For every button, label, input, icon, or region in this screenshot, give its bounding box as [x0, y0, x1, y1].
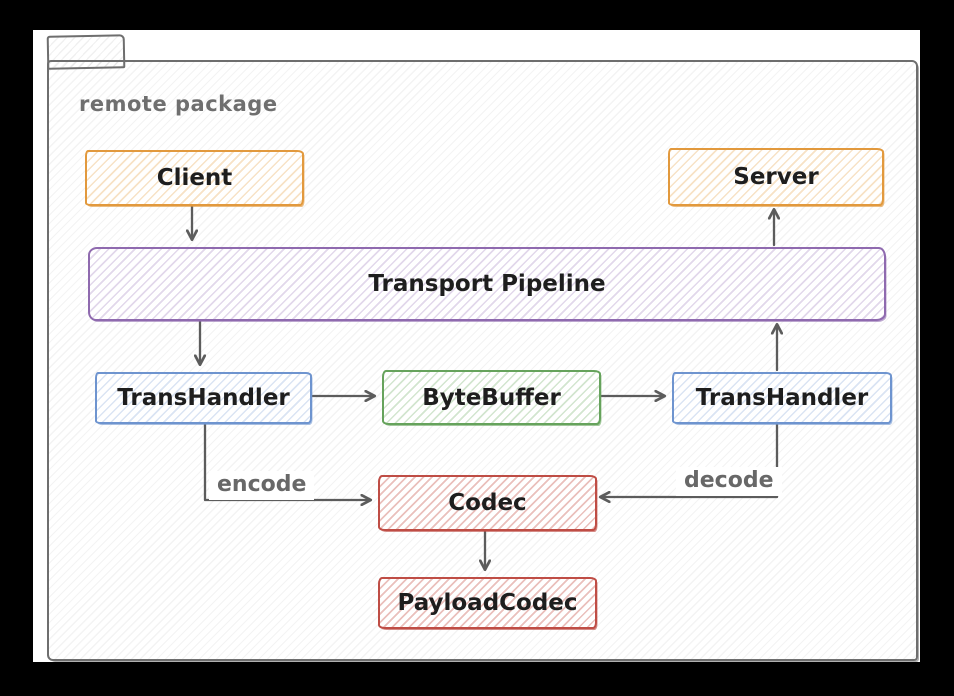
- node-bytebuffer-label: ByteBuffer: [422, 384, 561, 411]
- node-transport-pipeline: Transport Pipeline: [88, 247, 886, 321]
- node-codec-label: Codec: [448, 490, 527, 516]
- node-transhandler-server-label: TransHandler: [695, 385, 869, 411]
- node-transport-pipeline-label: Transport Pipeline: [368, 271, 606, 297]
- node-server: Server: [668, 148, 884, 206]
- node-payloadcodec: PayloadCodec: [378, 577, 597, 629]
- node-transhandler-client: TransHandler: [95, 372, 312, 424]
- node-client-label: Client: [156, 165, 233, 191]
- node-bytebuffer: ByteBuffer: [382, 370, 601, 425]
- diagram-canvas: remote package Client Server Transport: [33, 30, 920, 662]
- edge-label-encode: encode: [209, 471, 315, 500]
- node-server-label: Server: [733, 164, 819, 190]
- package-label: remote package: [79, 92, 278, 116]
- node-payloadcodec-label: PayloadCodec: [397, 590, 578, 616]
- node-transhandler-server: TransHandler: [672, 372, 892, 424]
- edge-label-decode: decode: [676, 467, 782, 496]
- node-client: Client: [85, 150, 304, 206]
- node-codec: Codec: [378, 475, 597, 531]
- node-transhandler-client-label: TransHandler: [117, 385, 290, 411]
